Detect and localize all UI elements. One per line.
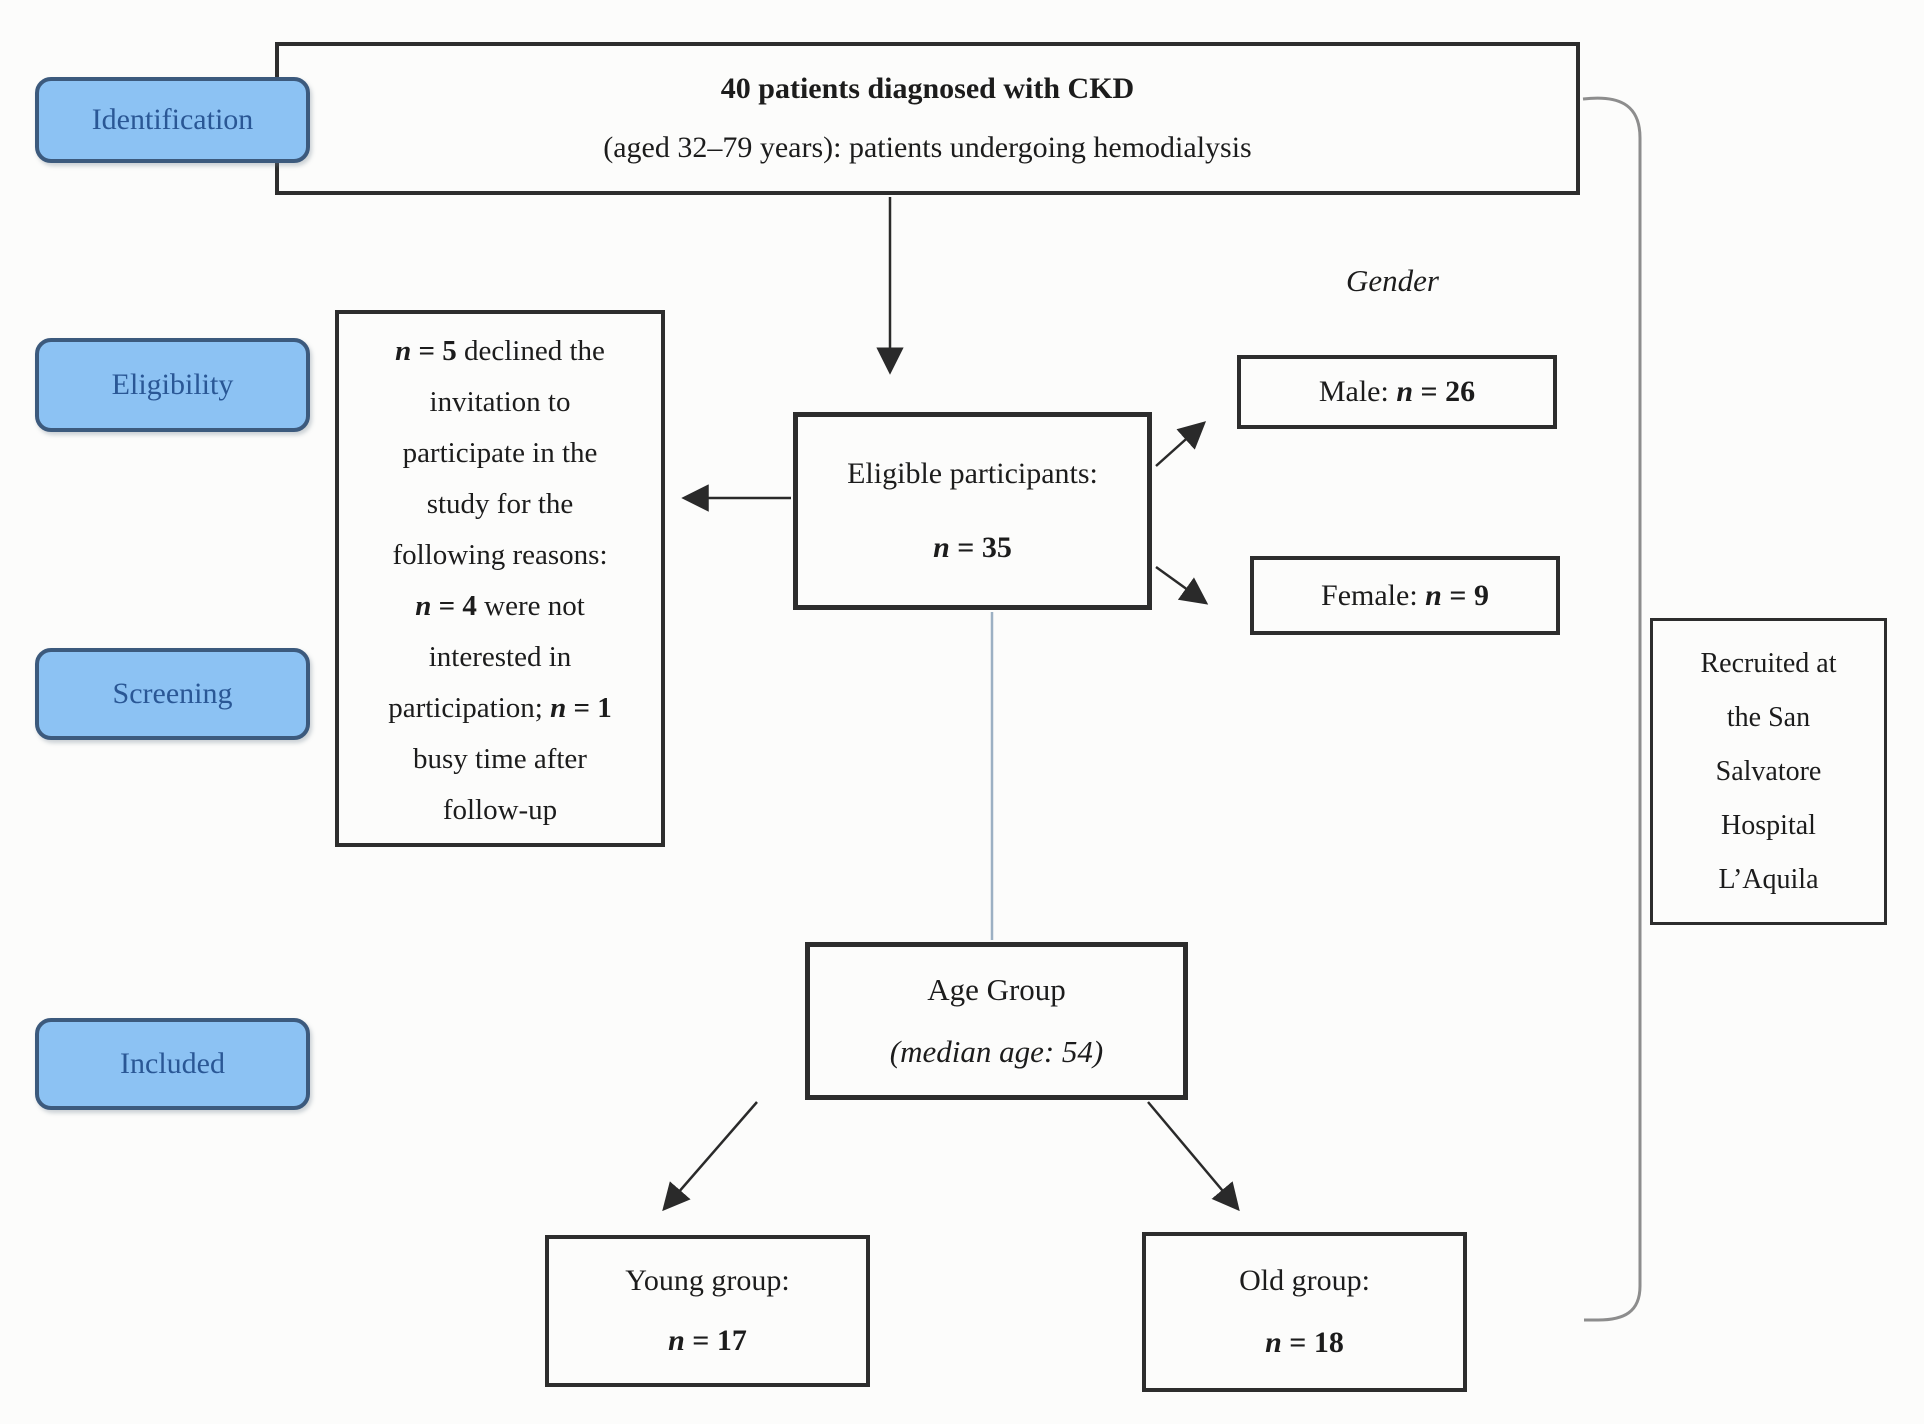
recruitment-site-line: Hospital [1721, 810, 1816, 841]
recruitment-site-box: Recruited at the San Salvatore Hospital … [1650, 618, 1887, 925]
stage-label-identification: Identification [35, 77, 310, 163]
arrow-eligible-to-male [1155, 421, 1207, 467]
arrow-age-to-young [662, 1101, 758, 1212]
old-group-title: Old group: [1239, 1264, 1370, 1297]
young-group-box: Young group: n = 17 [545, 1235, 870, 1387]
reasons-line: invitation to [429, 386, 571, 418]
eligible-participants-count: n = 35 [933, 531, 1012, 564]
stage-label-eligibility: Eligibility [35, 338, 310, 432]
recruitment-site-line: Salvatore [1715, 756, 1822, 787]
eligible-participants-box: Eligible participants: n = 35 [793, 412, 1152, 610]
age-group-median: (median age: 54) [889, 1033, 1104, 1069]
bracket-recruited-scope [1582, 96, 1642, 1322]
female-count: Female: n = 9 [1321, 578, 1489, 612]
young-group-title: Young group: [625, 1264, 790, 1298]
gender-heading: Gender [1346, 263, 1439, 298]
recruitment-site-line: the San [1726, 702, 1811, 733]
eligible-participants-title: Eligible participants: [847, 457, 1098, 490]
identified-patients-subtitle: (aged 32–79 years): patients undergoing … [603, 131, 1252, 165]
recruitment-site-line: Recruited at [1700, 648, 1837, 679]
female-count-box: Female: n = 9 [1250, 556, 1560, 635]
old-group-box: Old group: n = 18 [1142, 1232, 1467, 1392]
reasons-line: n = 4 were not [415, 590, 585, 622]
reasons-line: n = 5 declined the [395, 335, 605, 367]
reasons-line: interested in [428, 641, 572, 673]
reasons-line: study for the [426, 488, 574, 520]
identified-patients-title: 40 patients diagnosed with CKD [720, 71, 1135, 105]
declined-reasons-box: n = 5 declined the invitation to partici… [335, 310, 665, 847]
stage-label-screening: Screening [35, 648, 310, 740]
arrow-age-to-old [1147, 1101, 1240, 1212]
reasons-line: participate in the [402, 437, 598, 469]
male-count-box: Male: n = 26 [1237, 355, 1557, 429]
old-group-count: n = 18 [1265, 1326, 1344, 1359]
stage-label-included: Included [35, 1018, 310, 1110]
reasons-line: busy time after [413, 743, 587, 775]
age-group-box: Age Group (median age: 54) [805, 942, 1188, 1100]
reasons-line: follow-up [442, 794, 558, 826]
identified-patients-box: 40 patients diagnosed with CKD (aged 32–… [275, 42, 1580, 195]
male-count: Male: n = 26 [1318, 375, 1476, 408]
reasons-line: following reasons: [392, 539, 608, 571]
young-group-count: n = 17 [668, 1323, 747, 1357]
recruitment-site-line: L’Aquila [1718, 864, 1819, 895]
arrow-eligible-to-female [1155, 565, 1209, 605]
age-group-title: Age Group [927, 972, 1066, 1008]
reasons-line: participation; n = 1 [388, 692, 612, 724]
